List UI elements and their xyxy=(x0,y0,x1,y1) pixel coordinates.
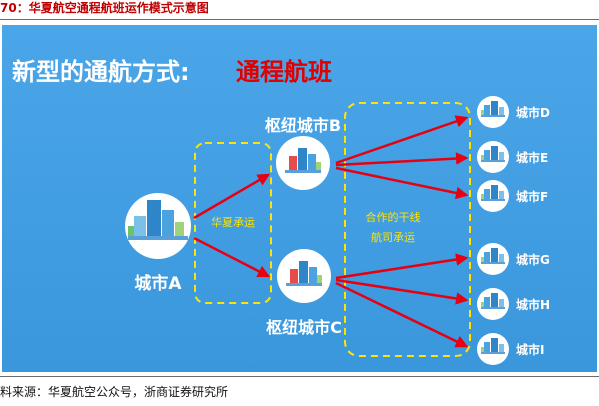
destination-g-label: 城市G xyxy=(516,252,550,267)
destination-f-label: 城市F xyxy=(516,189,548,204)
destination-h: 城市H xyxy=(477,288,550,320)
first-leg-label: 华夏承运 xyxy=(211,215,255,229)
heading-highlight: 通程航班 xyxy=(236,58,332,86)
destination-arrows xyxy=(335,115,469,348)
origin-arrows xyxy=(193,173,271,278)
destination-i: 城市I xyxy=(477,333,544,365)
arrow-a-to-c xyxy=(193,236,271,278)
heading-prefix: 新型的通航方式: xyxy=(12,58,190,86)
top-rule xyxy=(0,19,599,20)
figure-caption: 70：华夏航空通程航班运作模式示意图 xyxy=(0,1,209,15)
arrow-a-to-b xyxy=(193,173,271,220)
arrow-c-to-i xyxy=(335,281,469,348)
arrow-b-to-f xyxy=(335,166,469,200)
source-note: 料来源：华夏航空公众号，浙商证券研究所 xyxy=(0,385,229,399)
bottom-rule xyxy=(0,376,599,377)
destination-e: 城市E xyxy=(477,141,548,173)
second-leg-label-line2: 航司承运 xyxy=(371,230,415,244)
destination-d: 城市D xyxy=(477,96,550,128)
hub-b-label: 枢纽城市B xyxy=(265,116,341,135)
second-leg-dashed-box xyxy=(344,102,471,357)
destination-i-label: 城市I xyxy=(516,342,544,357)
destination-g: 城市G xyxy=(477,243,550,275)
destination-h-label: 城市H xyxy=(516,297,550,312)
first-leg-dashed-box xyxy=(194,142,272,304)
arrow-c-to-h xyxy=(335,278,469,305)
hub-c-label: 枢纽城市C xyxy=(266,318,342,337)
destination-f: 城市F xyxy=(477,180,548,212)
arrow-c-to-g xyxy=(335,253,469,280)
arrow-b-to-d xyxy=(335,115,469,165)
destination-d-label: 城市D xyxy=(516,105,550,120)
origin-city-label: 城市A xyxy=(134,273,182,294)
destination-e-label: 城市E xyxy=(516,150,548,165)
second-leg-label-line1: 合作的干线 xyxy=(366,210,421,224)
arrow-b-to-e xyxy=(335,152,469,167)
